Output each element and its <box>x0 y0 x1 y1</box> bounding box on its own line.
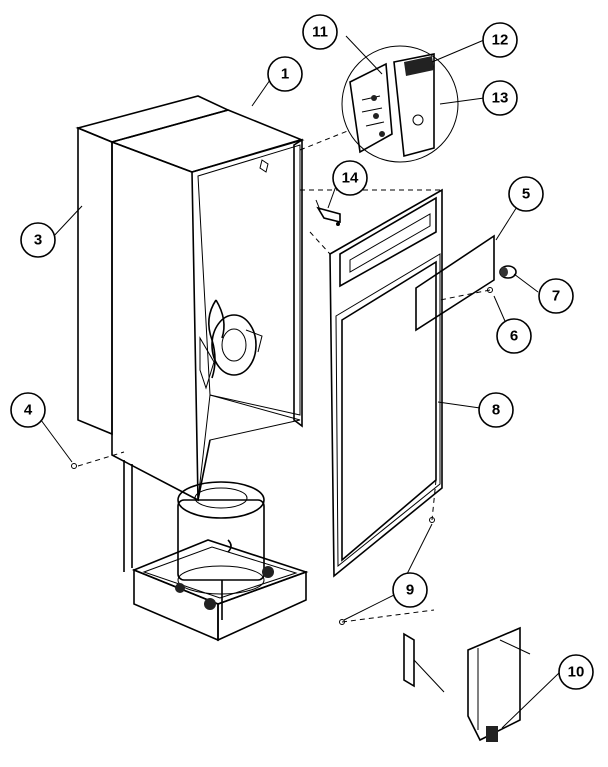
knob <box>499 265 517 279</box>
wood-cabinet <box>109 109 305 502</box>
callout-9: 9 <box>392 572 428 608</box>
callout-label-4: 4 <box>24 402 33 419</box>
callout-label-5: 5 <box>522 186 530 203</box>
callout-label-9: 9 <box>406 582 414 599</box>
callout-label-10: 10 <box>568 664 585 681</box>
callout-3: 3 <box>20 222 56 258</box>
fan-motor-assembly <box>199 299 263 390</box>
callout-label-1: 1 <box>281 66 289 83</box>
callout-label-7: 7 <box>552 288 560 305</box>
detail-zoom-circle <box>341 45 459 163</box>
callout-label-8: 8 <box>492 402 500 419</box>
callout-13: 13 <box>482 80 518 116</box>
callout-label-3: 3 <box>34 232 42 249</box>
callout-8: 8 <box>478 392 514 428</box>
front-panel <box>329 188 443 578</box>
assembly-lines <box>77 129 491 623</box>
callout-1: 1 <box>267 56 303 92</box>
callout-14: 14 <box>332 160 368 196</box>
small-bracket <box>315 199 341 226</box>
vent-grille <box>415 234 495 332</box>
callout-label-14: 14 <box>342 170 359 187</box>
corner-bracket-detail <box>403 626 531 742</box>
callout-label-13: 13 <box>492 90 509 107</box>
screw-4 <box>71 463 77 469</box>
leader-lines <box>37 35 561 729</box>
callout-11: 11 <box>302 14 338 50</box>
callout-6: 6 <box>496 318 532 354</box>
callout-4: 4 <box>10 392 46 428</box>
callout-label-12: 12 <box>492 32 509 49</box>
callout-label-6: 6 <box>510 328 518 345</box>
callout-12: 12 <box>482 22 518 58</box>
callout-label-11: 11 <box>312 24 328 41</box>
rear-filter-screen <box>75 95 231 436</box>
callout-10: 10 <box>558 654 594 690</box>
base-and-compressor <box>123 460 309 642</box>
callout-5: 5 <box>508 176 544 212</box>
callout-7: 7 <box>538 278 574 314</box>
